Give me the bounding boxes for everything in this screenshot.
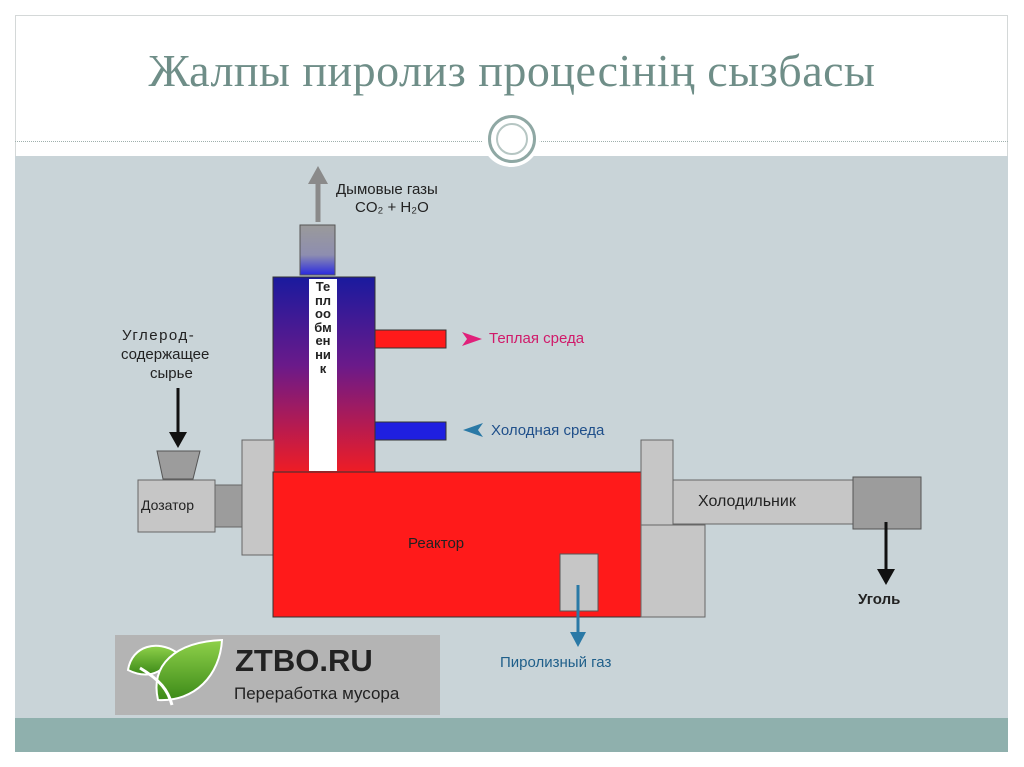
slide-title: Жалпы пиролиз процесінің сызбасы [148,45,876,96]
pyrolysis-gas-arrow [570,585,586,647]
leaf-icon [126,638,224,706]
dispenser-connector [214,484,244,528]
flue-gases-formula: CO₂ + H₂O [355,199,429,216]
reactor-label: Реактор [408,535,465,552]
cold-medium-label: Холодная среда [491,422,605,439]
flue-gas-arrow [308,166,328,222]
heat-exchanger-label: Теплообменник [314,279,332,376]
hopper [156,450,201,480]
bottom-band [15,718,1008,752]
cold-pipe [374,421,447,441]
raw-material-label-1: Углерод- [122,327,196,344]
dispenser [137,479,216,533]
flue-gases-label: Дымовые газы [336,181,438,198]
heat-exchanger-label-strip [309,279,337,471]
right-elbow-vertical [640,524,706,618]
dispenser-label: Дозатор [141,497,194,513]
warm-medium-label: Теплая среда [489,330,585,347]
cooler-label: Холодильник [698,493,796,510]
coal-arrow [877,522,895,585]
logo-name: ZTBO.RU [235,643,373,678]
cooler [672,479,856,525]
raw-material-arrow [169,388,187,448]
coal-label: Уголь [858,591,901,608]
warm-medium-arrow [462,332,482,346]
pyrolysis-gas-label: Пиролизный газ [500,654,612,671]
raw-material-label-3: сырье [150,365,193,382]
cooler-end [852,476,922,530]
raw-material-label-2: содержащее [121,346,210,363]
warm-pipe [374,329,447,349]
reactor-left-flange [241,439,275,556]
divider-ornament-inner [496,123,528,155]
chimney [299,224,336,276]
logo-tagline: Переработка мусора [234,684,400,703]
cold-medium-arrow [463,423,483,437]
